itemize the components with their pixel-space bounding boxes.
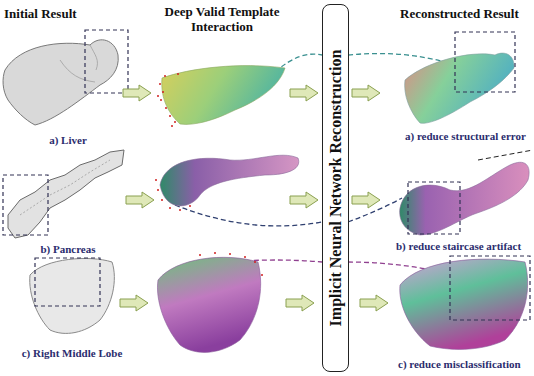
vertical-title: Implicit Neural Network Reconstruction [327, 50, 345, 327]
column-heading: Deep Valid Template Interaction [147, 4, 297, 34]
pancreas-mesh [8, 150, 124, 238]
dashed-highlight [35, 258, 100, 306]
reconstruction-box: Implicit Neural Network Reconstruction [322, 4, 349, 372]
lobe-mesh [30, 258, 115, 333]
result-label: b) reduce staircase artifact [396, 240, 521, 253]
dashed-highlight [85, 30, 128, 93]
lobe-template [157, 257, 260, 352]
pancreas-reconstruction [400, 162, 529, 235]
organ-label: a) Liver [49, 134, 87, 147]
dashed-highlight [408, 182, 460, 234]
result-label: a) reduce structural error [405, 130, 526, 143]
dashed-highlight [450, 256, 530, 320]
point-cloud [199, 252, 263, 276]
organ-label: c) Right Middle Lobe [22, 347, 123, 360]
pancreas-template [160, 155, 299, 206]
dashed-curve [348, 262, 432, 270]
point-cloud [155, 179, 191, 211]
dashed-highlight [3, 175, 48, 235]
point-cloud [157, 73, 179, 127]
column-heading: Initial Result [4, 6, 77, 21]
dashed-highlight [455, 32, 515, 92]
liver-reconstruction [405, 53, 514, 123]
dashed-curve [175, 205, 322, 226]
result-label: c) reduce misclassification [398, 358, 521, 371]
column-heading: Reconstructed Result [400, 6, 519, 21]
mesh-shading [20, 160, 110, 215]
mesh-shading [60, 45, 97, 82]
liver-template [162, 66, 285, 125]
organ-label: b) Pancreas [40, 243, 95, 256]
lobe-reconstruction [400, 259, 528, 349]
liver-mesh [3, 40, 118, 125]
dashed-line [478, 150, 533, 160]
dashed-curve [348, 54, 445, 62]
